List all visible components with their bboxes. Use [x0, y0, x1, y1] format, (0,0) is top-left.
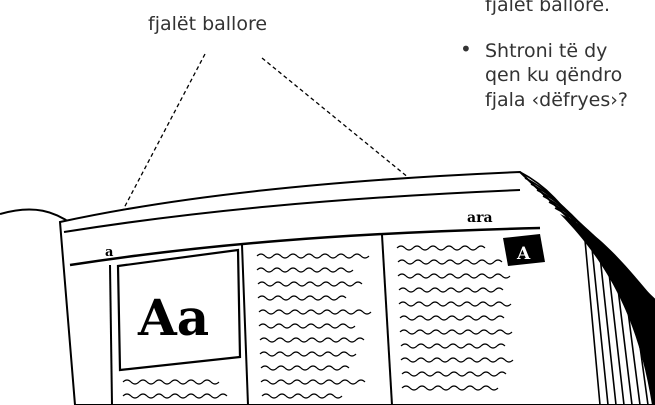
- partial-text-line: Shtroni të dy: [485, 40, 608, 62]
- column-divider: [109, 264, 113, 405]
- guide-word-left: a: [105, 245, 114, 260]
- headword: Aa: [137, 288, 209, 347]
- guide-words-label: fjalët ballore: [148, 13, 268, 35]
- dashed-arrow-icon: [111, 53, 206, 232]
- dashed-arrow-icon: [261, 57, 434, 198]
- partial-text-line: fjalët ballore.: [485, 0, 611, 16]
- letter-tab-label: A: [516, 244, 531, 264]
- book-spine-shadow: [560, 214, 655, 405]
- guide-word-right: ara: [467, 210, 493, 226]
- partial-text-line: fjala ‹dëfryes›?: [485, 89, 628, 111]
- placeholder-text: [122, 245, 514, 399]
- bullet-icon: •: [460, 37, 472, 61]
- partial-text-line: qen ku qëndro: [485, 64, 623, 86]
- column-divider: [381, 234, 393, 405]
- headword-box: [116, 248, 242, 372]
- column-divider: [241, 244, 249, 405]
- letter-tab: [503, 234, 545, 266]
